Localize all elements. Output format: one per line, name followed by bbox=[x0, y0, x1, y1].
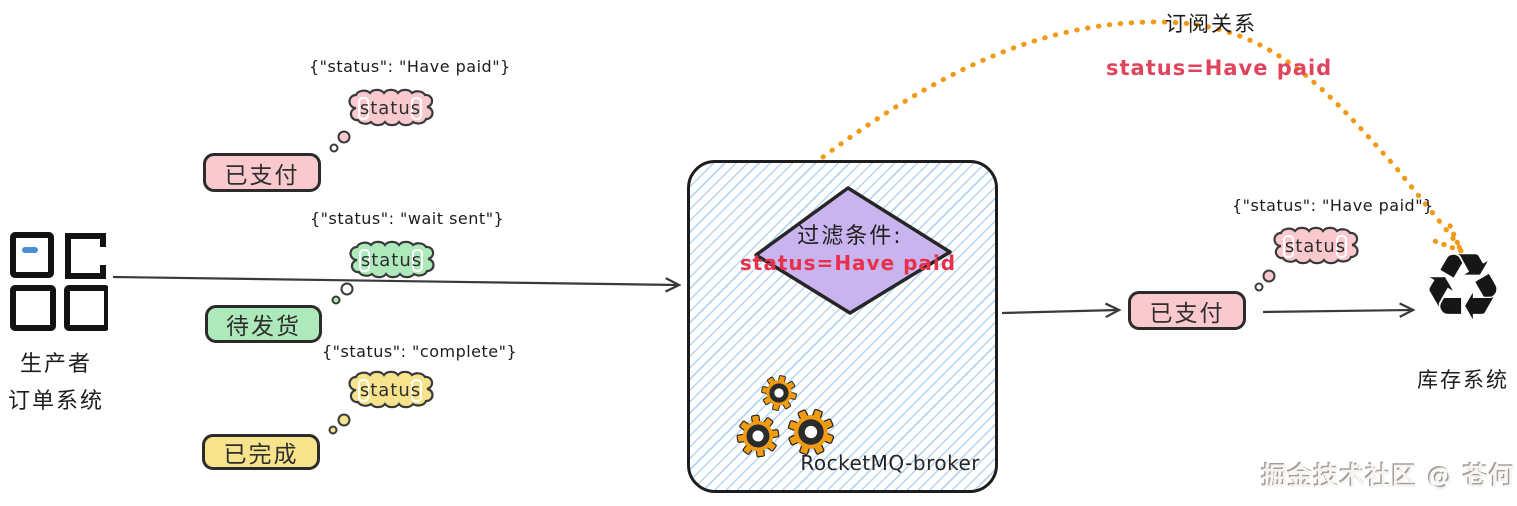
tag-label: status bbox=[1284, 235, 1347, 257]
filter-condition-title: 过滤条件: bbox=[797, 224, 903, 249]
tag-bubble-paid: status bbox=[347, 85, 434, 131]
consumer-annotation: {"status": "Have paid"} bbox=[1232, 196, 1434, 215]
broker-label: RocketMQ-broker bbox=[800, 451, 980, 475]
consumer-to-inventory-arrow bbox=[1262, 310, 1412, 312]
gear-icon bbox=[756, 370, 802, 416]
producer-role-label: 生产者 bbox=[19, 352, 92, 377]
consumer-tag-bubble: status bbox=[1272, 223, 1359, 269]
minimize-dash bbox=[22, 247, 38, 253]
tag-bubble-complete: status bbox=[347, 367, 434, 413]
broker-box: 过滤条件: status=Have paid RocketMQ-broker bbox=[687, 160, 998, 493]
tag-label: status bbox=[359, 379, 422, 401]
message-box-paid: 已支付 bbox=[203, 153, 321, 192]
consumer-message-box: 已支付 bbox=[1128, 291, 1246, 330]
message-label: 待发货 bbox=[226, 314, 301, 340]
tag-label: status bbox=[360, 249, 423, 271]
subscription-label: 订阅关系 bbox=[1165, 12, 1257, 36]
tag-bubble-wait-sent: status bbox=[348, 237, 435, 283]
inventory-system-label: 库存系统 bbox=[1417, 368, 1509, 392]
producer-system-label: 订单系统 bbox=[7, 389, 104, 414]
subscription-expression: status=Have paid bbox=[1106, 56, 1333, 80]
broker-to-consumer-arrow bbox=[1001, 310, 1118, 313]
broker-graphics bbox=[732, 186, 952, 489]
cloud-shape bbox=[349, 240, 435, 279]
message-label: 已完成 bbox=[223, 442, 299, 468]
message-box-wait-sent: 待发货 bbox=[205, 305, 322, 343]
message-box-complete: 已完成 bbox=[202, 434, 320, 470]
message-label: 已支付 bbox=[1149, 300, 1225, 327]
annotation-wait-sent: {"status": "wait sent"} bbox=[310, 209, 505, 228]
tag-label: status bbox=[359, 97, 422, 119]
cloud-shape bbox=[348, 370, 434, 409]
watermark: 掘金技术社区 @ 苍何 bbox=[1262, 462, 1516, 491]
annotation-paid: {"status": "Have paid"} bbox=[309, 57, 511, 76]
producer-app-icon bbox=[10, 232, 108, 331]
message-label: 已支付 bbox=[224, 162, 300, 189]
recycle-icon: ♻ bbox=[1421, 234, 1505, 341]
cloud-shape bbox=[348, 88, 434, 127]
filter-condition-expression: status=Have paid bbox=[739, 251, 957, 275]
annotation-complete: {"status": "complete"} bbox=[322, 342, 518, 361]
gear-icon bbox=[732, 410, 784, 462]
